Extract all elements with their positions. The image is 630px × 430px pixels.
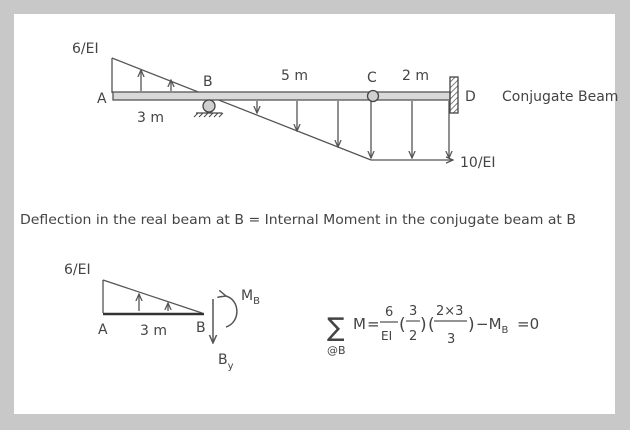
fraction1-numerator: 6 xyxy=(385,305,393,320)
fbd-load-line xyxy=(102,279,203,314)
fraction3-denominator: 3 xyxy=(447,332,455,347)
fraction2-numerator: 3 xyxy=(409,304,417,319)
point-c-label: C xyxy=(367,70,377,86)
fixed-support-d xyxy=(449,76,459,114)
conjugate-beam-figure: 6/EI A B C D 3 m 5 m 2 m 10/EI Conjugate… xyxy=(72,41,618,171)
fraction1-denominator: EI xyxy=(381,329,392,343)
minus-m-subscript: B xyxy=(502,325,509,336)
hinge-c xyxy=(366,89,380,103)
load-right-label: 10/EI xyxy=(460,155,496,171)
shear-subscript: y xyxy=(228,361,234,372)
shear-letter: B xyxy=(218,352,228,368)
fbd-point-b-label: B xyxy=(196,320,206,336)
point-a-label: A xyxy=(97,91,107,107)
span-bc-label: 5 m xyxy=(281,68,308,84)
free-body-diagram: 6/EI A 3 m B MB By xyxy=(64,262,260,372)
fraction3-numerator: 2×3 xyxy=(436,304,463,319)
point-b-label: B xyxy=(203,74,213,90)
equation-equals: = xyxy=(367,315,380,333)
span-cd-label: 2 m xyxy=(402,68,429,84)
moment-label: MB xyxy=(241,288,260,307)
ground-hatch xyxy=(193,112,224,118)
paren-open-1: ( xyxy=(399,315,406,335)
deflection-statement: Deflection in the real beam at B = Inter… xyxy=(20,213,576,228)
equation-rhs: =0 xyxy=(517,315,539,333)
moment-letter: M xyxy=(241,288,253,304)
sigma-symbol: ∑ xyxy=(327,313,345,343)
paren-open-2: ( xyxy=(428,315,435,335)
point-d-label: D xyxy=(465,89,476,105)
fbd-span-label: 3 m xyxy=(140,323,167,339)
moment-subscript: B xyxy=(253,296,260,307)
roller-support-b xyxy=(202,99,216,113)
sum-subscript: @B xyxy=(327,344,346,357)
beam xyxy=(112,91,451,101)
equation-lhs: M xyxy=(353,315,366,333)
moment-equation: ∑ @B M = 6 EI ( 3 2 ) ( 2×3 3 ) −MB =0 xyxy=(327,304,539,357)
load-line xyxy=(111,57,372,161)
span-ab-label: 3 m xyxy=(137,110,164,126)
conjugate-beam-caption: Conjugate Beam xyxy=(502,89,618,105)
fbd-load-label: 6/EI xyxy=(64,262,91,278)
load-left-label: 6/EI xyxy=(72,41,99,57)
paren-close-1: ) xyxy=(420,315,427,335)
moment-arrow xyxy=(226,296,238,328)
equation-minus-m: −MB xyxy=(476,315,509,336)
fraction2-denominator: 2 xyxy=(409,329,417,344)
fbd-point-a-label: A xyxy=(98,322,108,338)
diagram-panel xyxy=(14,14,615,414)
paren-close-2: ) xyxy=(468,315,475,335)
minus-m-term: −M xyxy=(476,315,502,333)
shear-label: By xyxy=(218,352,234,372)
